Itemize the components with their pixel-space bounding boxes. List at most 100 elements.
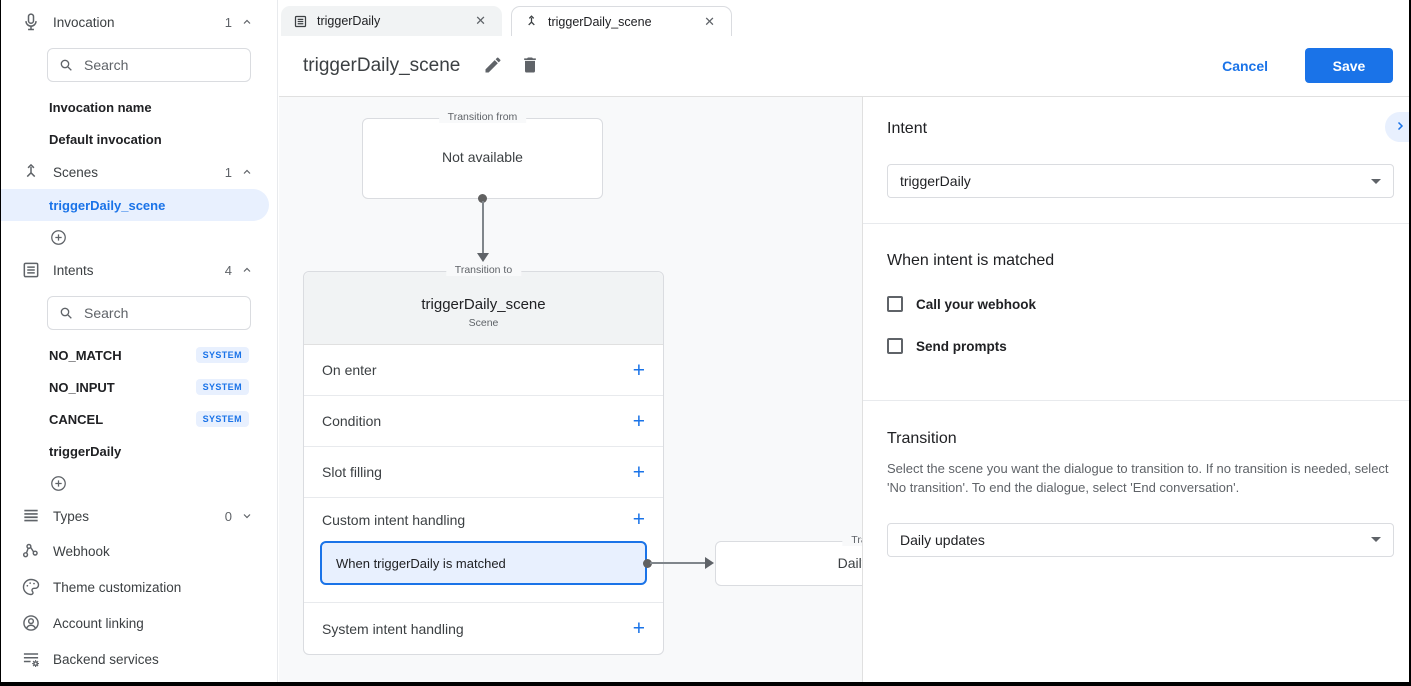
webhook-icon [21,541,41,561]
sidebar-section-invocation[interactable]: Invocation 1 [1,5,277,39]
send-prompts-label[interactable]: Send prompts [916,338,1007,354]
transition-from-value: Not available [442,149,523,165]
sidebar-item-backend-services[interactable]: Backend services [1,641,277,677]
send-prompts-checkbox[interactable] [887,338,903,354]
scene-icon [524,14,539,29]
intent-heading: Intent [887,120,928,137]
sidebar-item-triggerdaily[interactable]: triggerDaily [49,443,122,459]
intent-list-icon [293,14,308,29]
sidebar-section-types[interactable]: Types 0 [1,499,277,533]
row-custom-intent-handling: Custom intent handling + When triggerDai… [304,498,663,603]
close-tab-icon[interactable]: ✕ [704,13,715,29]
title-bar: triggerDaily_scene Cancel Save [279,35,1409,97]
chevron-right-icon [1397,121,1404,130]
add-intent-button[interactable] [1,467,277,499]
divider [863,400,1409,401]
chevron-up-icon[interactable] [241,264,253,276]
palette-icon [21,577,41,597]
tab-triggerdaily-scene[interactable]: triggerDaily_scene ✕ [511,6,732,36]
sidebar-item-no-input[interactable]: NO_INPUT SYSTEM [1,371,277,403]
intent-list-icon [21,260,41,280]
plus-circle-icon [51,229,66,245]
cancel-button[interactable]: Cancel [1222,57,1268,74]
chevron-up-icon[interactable] [241,166,253,178]
sidebar-item-invocation-name[interactable]: Invocation name [49,99,152,115]
search-icon [60,59,72,71]
scene-flow-canvas[interactable]: Transition from Not available Transition… [279,97,862,682]
add-condition-button[interactable]: + [632,409,645,433]
add-slot-filling-button[interactable]: + [632,460,645,484]
intent-select[interactable]: triggerDaily [887,164,1394,198]
intent-select-value: triggerDaily [900,173,971,189]
sidebar-item-account-linking[interactable]: Account linking [1,605,277,641]
dropdown-caret-icon [1371,537,1381,543]
scene-node-title: triggerDaily_scene [421,296,546,313]
add-system-intent-button[interactable]: + [632,617,645,640]
save-button[interactable]: Save [1305,48,1393,83]
intents-count: 4 [224,262,232,278]
intents-search [47,296,251,330]
page-title: triggerDaily_scene [303,54,461,76]
microphone-icon [21,12,41,32]
transition-heading: Transition [887,430,957,447]
add-custom-intent-button[interactable]: + [632,508,645,531]
scene-node-subtitle: Scene [468,317,499,329]
tab-strip: triggerDaily ✕ triggerDaily_scene ✕ [279,0,1409,36]
account-circle-icon [21,613,41,633]
invocation-search-input[interactable] [84,57,240,73]
connector-arrowhead-down [477,253,489,262]
delete-scene-button[interactable] [519,55,541,77]
sidebar-item-default-invocation[interactable]: Default invocation [49,131,162,147]
transition-select[interactable]: Daily updates [887,522,1394,557]
sidebar-item-webhook[interactable]: Webhook [1,533,277,569]
chevron-down-icon[interactable] [241,510,253,522]
divider [863,223,1409,224]
matched-intent-item[interactable]: When triggerDaily is matched [320,541,647,585]
invocation-count: 1 [224,14,232,30]
invocation-search [47,48,251,82]
connector-line-vertical [482,201,484,255]
sidebar-item-triggerdaily-scene[interactable]: triggerDaily_scene [1,189,269,221]
call-webhook-option: Call your webhook [887,296,1394,312]
sidebar-item-cancel[interactable]: CANCEL SYSTEM [1,403,277,435]
row-label: Slot filling [322,464,382,480]
types-icon [21,506,41,526]
collapse-panel-button[interactable] [1385,112,1409,142]
scene-icon [21,162,41,182]
pencil-icon [485,56,501,72]
scene-node-header[interactable]: triggerDaily_scene Scene [304,272,663,345]
tab-label: triggerDaily_scene [548,14,652,29]
tab-label: triggerDaily [317,14,381,28]
add-on-enter-button[interactable]: + [632,358,645,382]
transition-from-node: Transition from Not available [362,111,603,199]
plus-circle-icon [51,475,66,491]
sidebar-section-intents[interactable]: Intents 4 [1,253,277,287]
scenes-count: 1 [224,164,232,180]
row-label: On enter [322,362,377,378]
call-webhook-label[interactable]: Call your webhook [916,296,1037,312]
sidebar-section-scenes[interactable]: Scenes 1 [1,155,277,189]
row-condition: Condition + [304,396,663,447]
sidebar-section-label: Intents [53,262,94,278]
system-badge: SYSTEM [195,411,249,427]
sidebar-section-label: Scenes [53,164,99,180]
sidebar-item-no-match[interactable]: NO_MATCH SYSTEM [1,339,277,371]
trash-icon [524,57,537,72]
connector-dot [643,559,652,568]
sidebar-item-theme-customization[interactable]: Theme customization [1,569,277,605]
connector-dot [478,194,487,203]
row-label: Custom intent handling [322,511,466,528]
tab-triggerdaily[interactable]: triggerDaily ✕ [281,6,502,36]
when-matched-heading: When intent is matched [887,252,1055,269]
sidebar-section-label: Invocation [53,14,115,30]
next-scene-node[interactable]: Transition to Daily updates [715,534,862,586]
call-webhook-checkbox[interactable] [887,296,903,312]
edit-scene-name-button[interactable] [482,55,504,77]
scene-node-card: Transition to triggerDaily_scene Scene O… [303,264,664,655]
intents-search-input[interactable] [84,305,240,321]
next-scene-title: Daily updates [837,555,862,571]
chevron-up-icon[interactable] [241,16,253,28]
close-tab-icon[interactable]: ✕ [475,13,486,28]
add-scene-button[interactable] [1,221,277,253]
